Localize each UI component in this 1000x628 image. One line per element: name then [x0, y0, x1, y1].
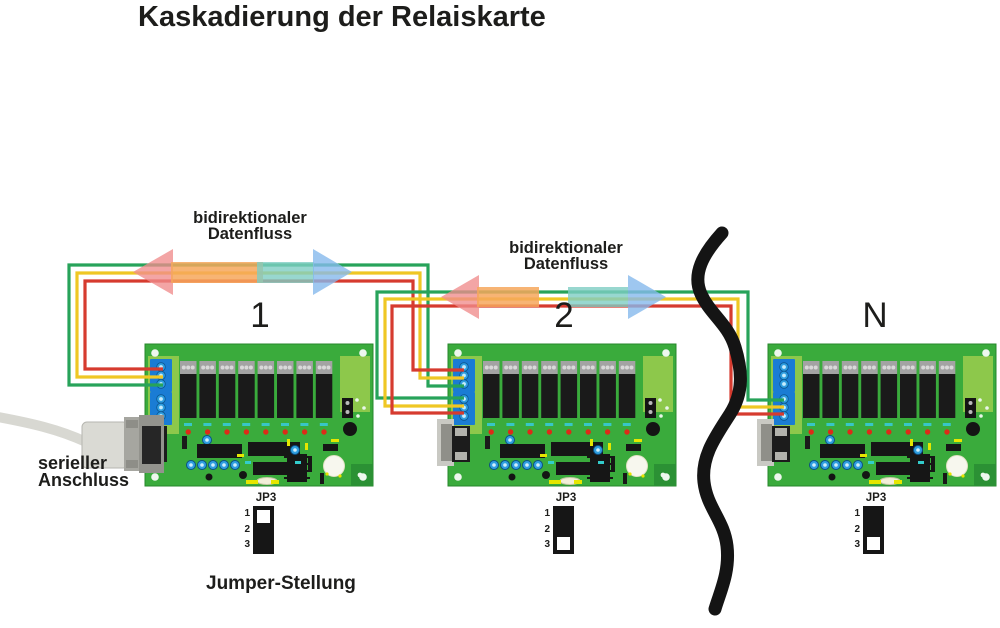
jumper-cell — [256, 537, 271, 551]
card-n-number: N — [862, 296, 888, 335]
jumper-cell — [557, 536, 570, 550]
flow-label-1: bidirektionaler Datenfluss — [152, 209, 348, 243]
jumper-cell — [867, 536, 880, 550]
arrow-left-body-1 — [171, 262, 263, 283]
jumper-cell — [556, 522, 571, 536]
arrow-right-head-2 — [628, 275, 666, 319]
serial-port-label: serieller Anschluss — [38, 453, 130, 490]
jumper-card-n-pins: 1 2 3 — [854, 508, 860, 551]
jumper-cell — [556, 509, 571, 523]
flow-label-2: bidirektionaler Datenfluss — [480, 239, 652, 273]
jumper-cell — [866, 509, 881, 523]
cascade-loop-2 — [375, 290, 784, 416]
flow-arrows-2 — [441, 275, 666, 319]
arrow-right-body-1 — [257, 262, 314, 283]
jumper-cell — [257, 510, 270, 524]
arrow-left-head-2 — [441, 275, 479, 319]
card-1-number: 1 — [250, 296, 270, 335]
flow-arrows-1 — [133, 249, 352, 295]
jumper-card-2-box — [553, 506, 574, 554]
flow-label-1-line2: Datenfluss — [207, 224, 293, 243]
arrow-right-head-1 — [313, 249, 352, 295]
jumper-card-n-name: JP3 — [865, 492, 887, 504]
jumper-cell — [866, 522, 881, 536]
relay-card-2 — [437, 344, 676, 486]
serial-cable-assembly — [0, 412, 164, 473]
card-2-number: 2 — [554, 296, 574, 335]
flow-label-2-line1: bidirektionaler — [509, 239, 623, 257]
jumper-caption: Jumper-Stellung — [206, 573, 356, 594]
arrow-left-body-2 — [477, 287, 539, 307]
jumper-cell — [256, 524, 271, 538]
flow-label-1-line1: bidirektionaler — [193, 209, 307, 227]
jumper-card-2-name: JP3 — [555, 492, 577, 504]
flow-label-2-line2: Datenfluss — [523, 254, 609, 273]
jumper-card-2: JP3 1 2 3 — [536, 492, 584, 554]
relay-card-n — [757, 344, 996, 486]
serial-port-label-line2: Anschluss — [38, 469, 130, 490]
wire-yellow-loop2 — [383, 297, 784, 409]
jumper-card-1-box — [253, 506, 274, 554]
wire-red-loop2 — [390, 304, 784, 416]
arrow-right-body-2 — [568, 287, 628, 307]
page-title: Kaskadierung der Relaiskarte — [138, 1, 546, 33]
jumper-card-n: JP3 1 2 3 — [846, 492, 894, 554]
jumper-card-1-name: JP3 — [255, 492, 277, 504]
jumper-card-n-box — [863, 506, 884, 554]
relay-card-1 — [134, 344, 373, 486]
serial-cable — [0, 412, 91, 447]
arrow-left-head-1 — [133, 249, 173, 295]
serial-port-label-line1: serieller — [38, 453, 108, 473]
jumper-card-2-pins: 1 2 3 — [544, 508, 550, 551]
jumper-card-1-pins: 1 2 3 — [244, 508, 250, 551]
jumper-card-1: JP3 1 2 3 — [236, 492, 284, 554]
continuation-wave — [691, 226, 747, 616]
